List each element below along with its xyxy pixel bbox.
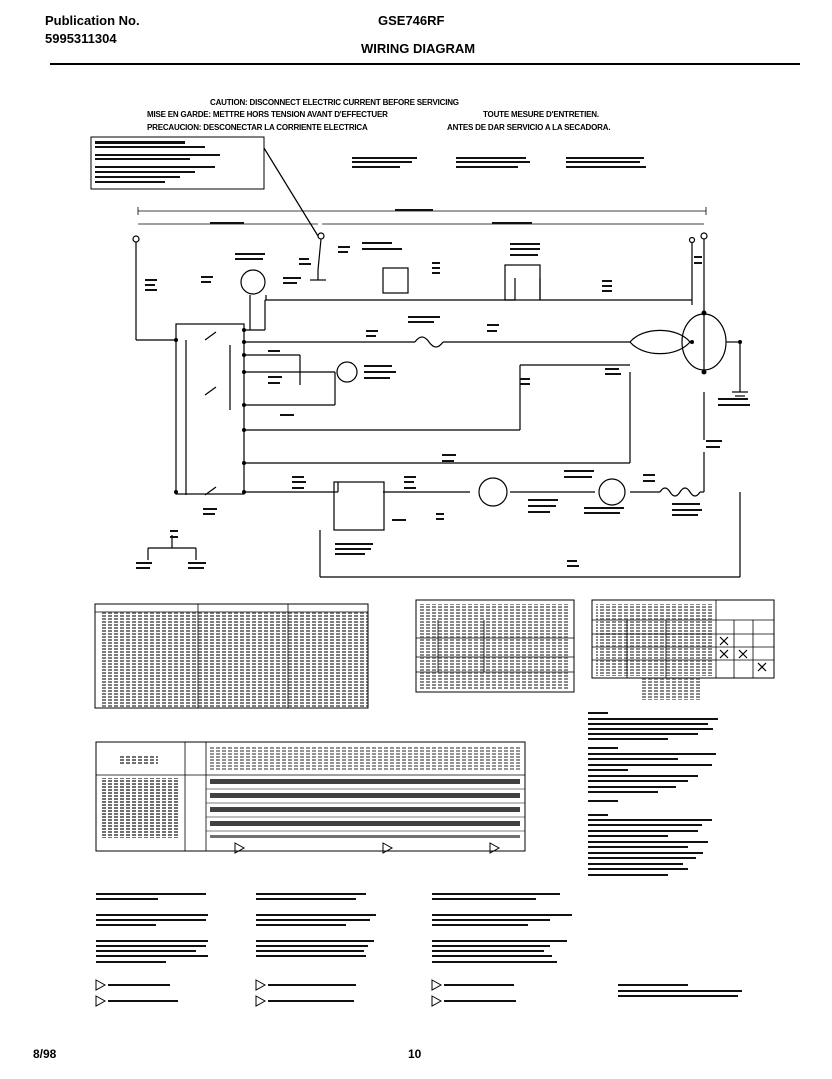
caution-french-b: TOUTE MESURE D'ENTRETIEN. [483,110,599,119]
model-number: GSE746RF [378,13,445,28]
print-date: 8/98 [33,1047,57,1061]
note-box-top-left [90,136,265,190]
bottom-notes [95,893,742,1007]
wiring-lines [132,147,748,578]
caution-spanish-b: ANTES DE DAR SERVICIO A LA SECADORA. [447,123,611,132]
component-notes-top [352,157,646,168]
voltage-dimension-lines [137,207,707,225]
caution-french-a: MISE EN GARDE: METTRE HORS TENSION AVANT… [147,110,388,119]
caution-english: CAUTION: DISCONNECT ELECTRIC CURRENT BEF… [210,98,459,107]
timer-contact-table [591,599,775,700]
motor-switch-table [415,599,575,693]
terminal-dots [174,310,742,494]
timer-sequence-chart [95,741,526,854]
wire-color-legend-table [94,603,369,709]
publication-number: 5995311304 [45,31,117,46]
header-rule [50,63,800,65]
notes-block-right [588,712,718,876]
caution-spanish-a: PRECAUCION: DESCONECTAR LA CORRIENTE ELE… [147,123,368,132]
circuit-labels [136,242,750,569]
page-number: 10 [408,1047,422,1061]
publication-label: Publication No. [45,13,140,28]
page-title: WIRING DIAGRAM [361,41,476,56]
